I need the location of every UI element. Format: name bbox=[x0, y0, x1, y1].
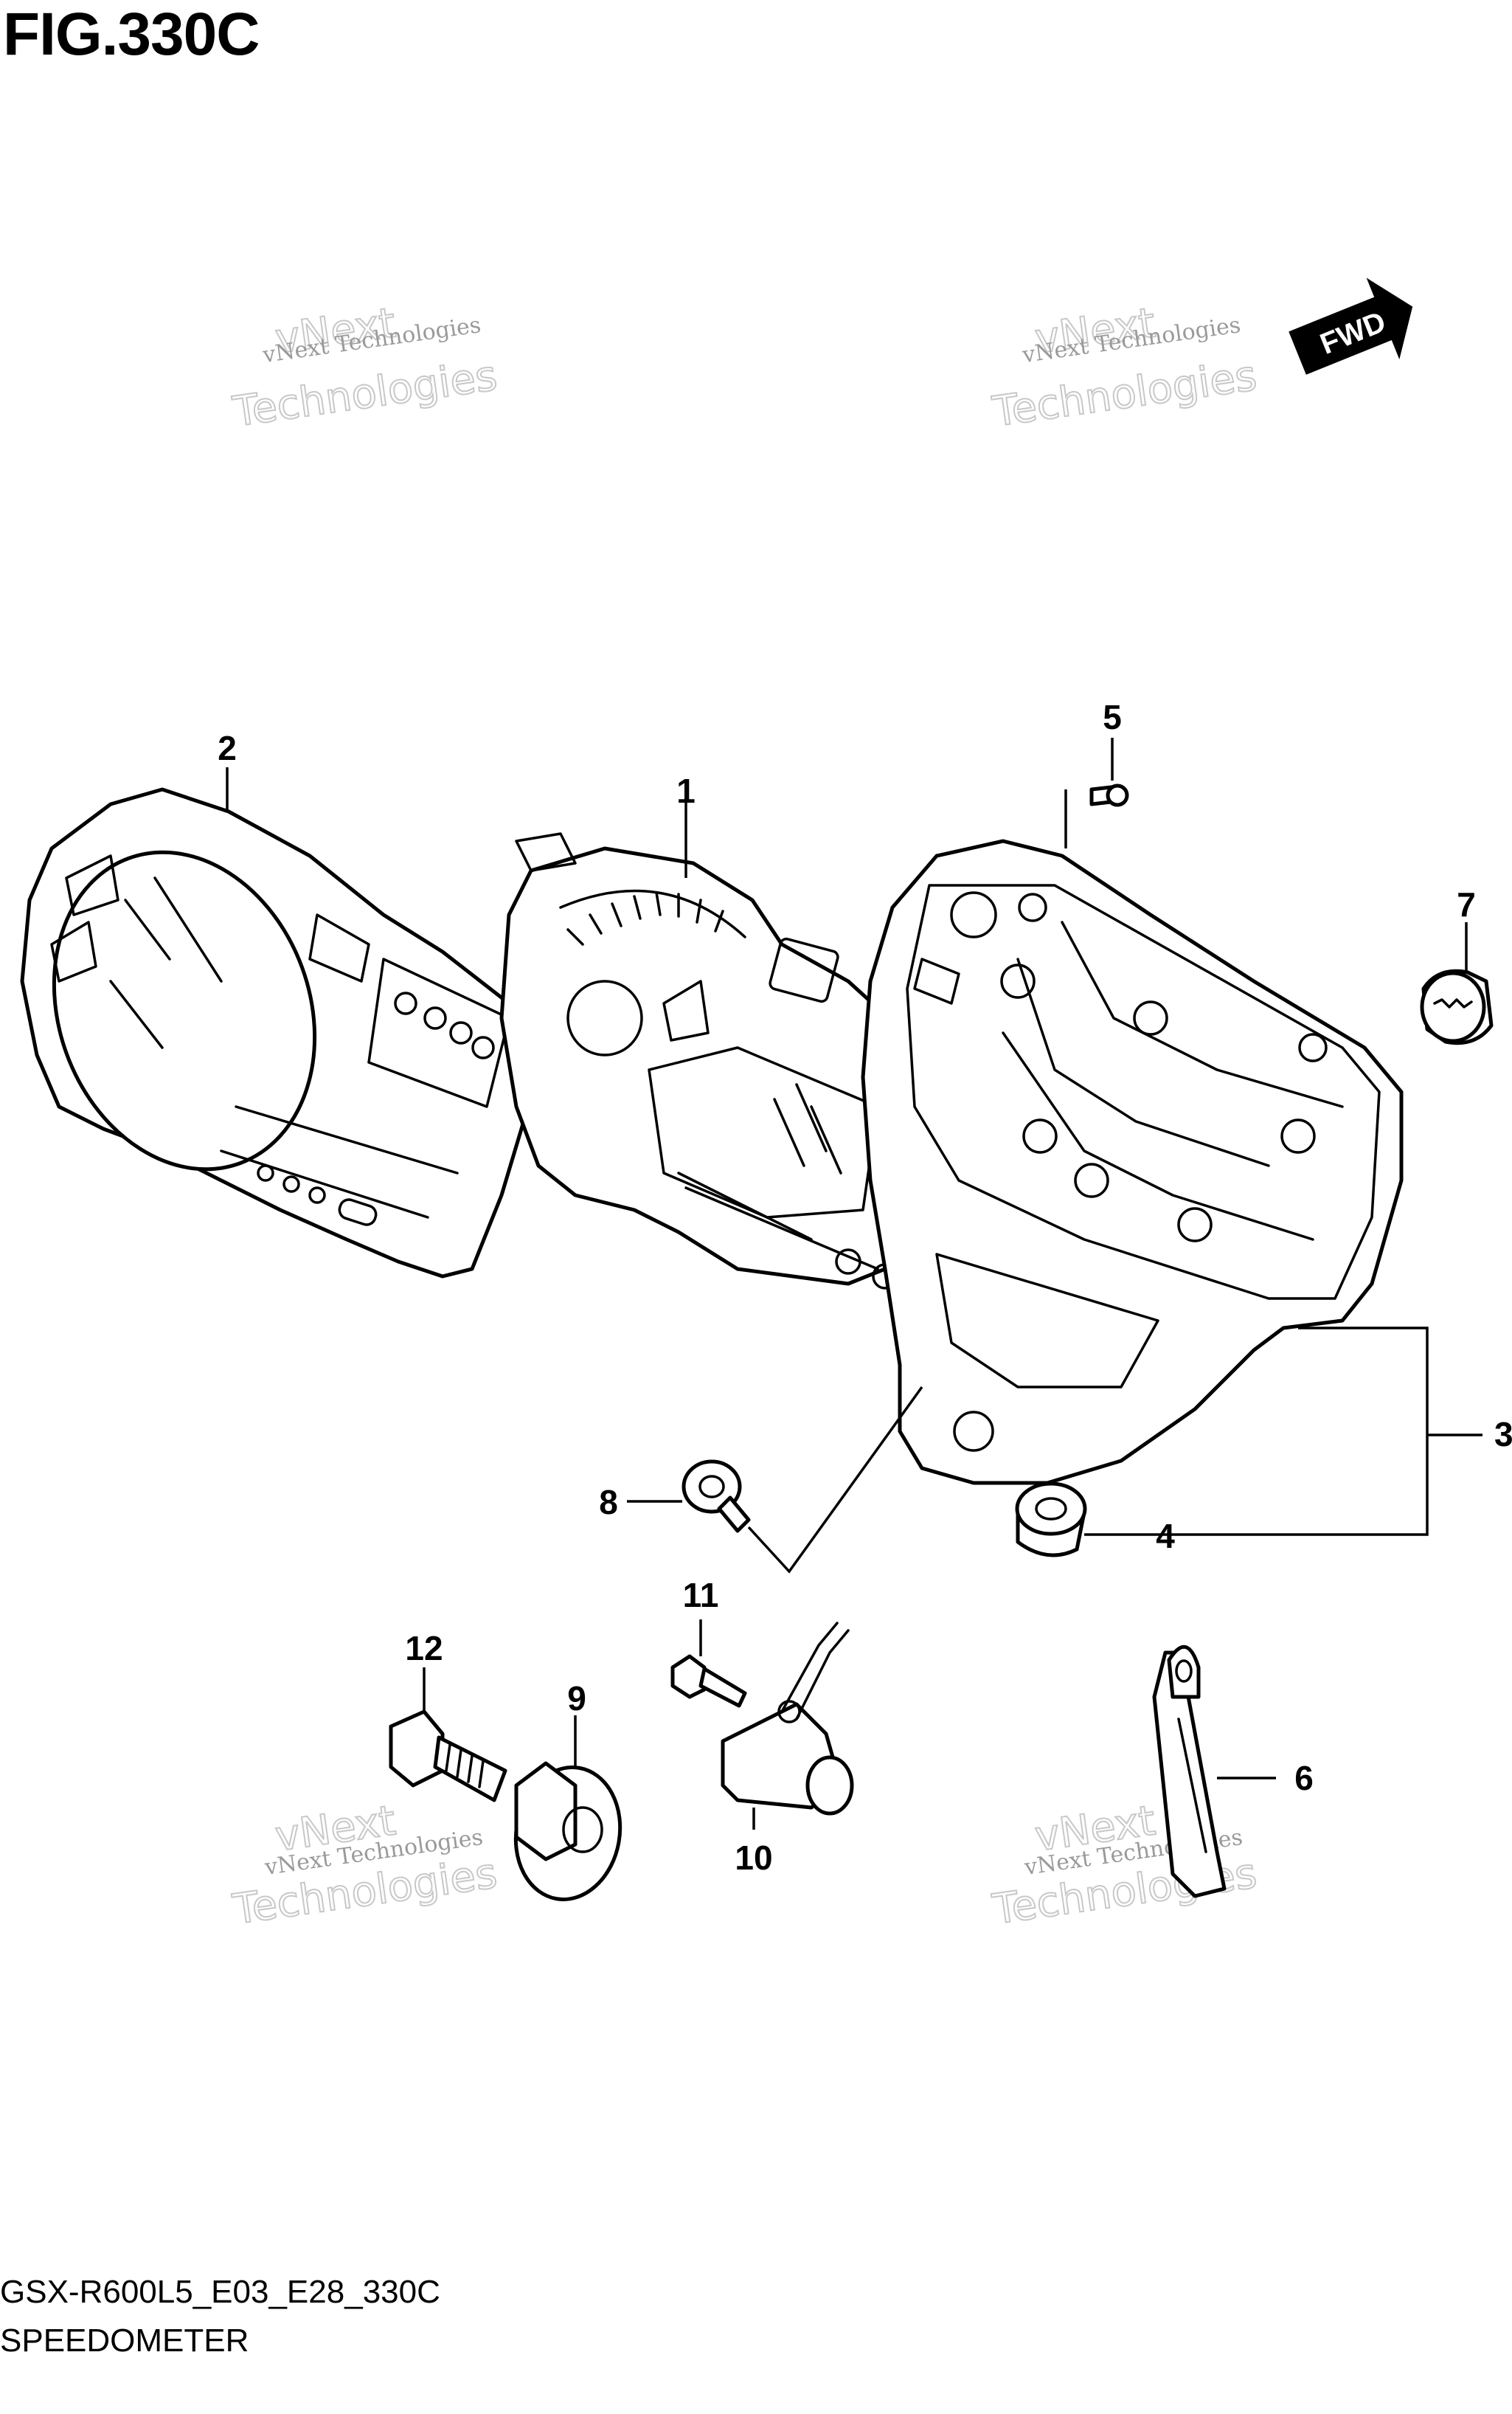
callout-3: 3 bbox=[1494, 1415, 1512, 1453]
diagram-code: GSX-R600L5_E03_E28_330C bbox=[0, 2274, 440, 2310]
callout-7: 7 bbox=[1457, 885, 1476, 924]
band-part-6 bbox=[1152, 1645, 1227, 1898]
callout-6: 6 bbox=[1294, 1759, 1314, 1797]
bolt-part-11 bbox=[670, 1654, 747, 1708]
watermark-top-left: vNext Technologies vNext Technologies bbox=[229, 298, 501, 437]
callout-11: 11 bbox=[683, 1576, 719, 1614]
callout-5: 5 bbox=[1103, 698, 1122, 736]
meter-case-part bbox=[861, 839, 1404, 1485]
leader-lines bbox=[226, 738, 1482, 1830]
sensor-part-10 bbox=[721, 1622, 854, 1816]
callout-4: 4 bbox=[1156, 1517, 1175, 1555]
bolt-part-8 bbox=[682, 1459, 751, 1533]
callout-8: 8 bbox=[599, 1483, 618, 1521]
diagram-name: SPEEDOMETER bbox=[0, 2323, 249, 2359]
grommet-part-4 bbox=[1015, 1481, 1087, 1557]
watermark-top-right: vNext Technologies vNext Technologies bbox=[989, 298, 1260, 437]
figure-title: FIG.330C bbox=[3, 1, 260, 68]
screw-part-5 bbox=[1089, 784, 1129, 807]
callout-10: 10 bbox=[735, 1839, 772, 1877]
bolt-part-12 bbox=[389, 1709, 507, 1802]
nut-part-9 bbox=[513, 1761, 623, 1901]
callout-12: 12 bbox=[405, 1629, 443, 1667]
cap-part-7 bbox=[1420, 969, 1494, 1045]
callout-9: 9 bbox=[567, 1679, 586, 1718]
callout-1: 1 bbox=[676, 772, 696, 810]
callout-2: 2 bbox=[218, 729, 237, 767]
fwd-arrow-icon: FWD bbox=[1289, 277, 1413, 375]
watermark-bottom-left: vNext Technologies vNext Technologies bbox=[229, 1796, 501, 1934]
meter-cover-part bbox=[20, 787, 541, 1279]
